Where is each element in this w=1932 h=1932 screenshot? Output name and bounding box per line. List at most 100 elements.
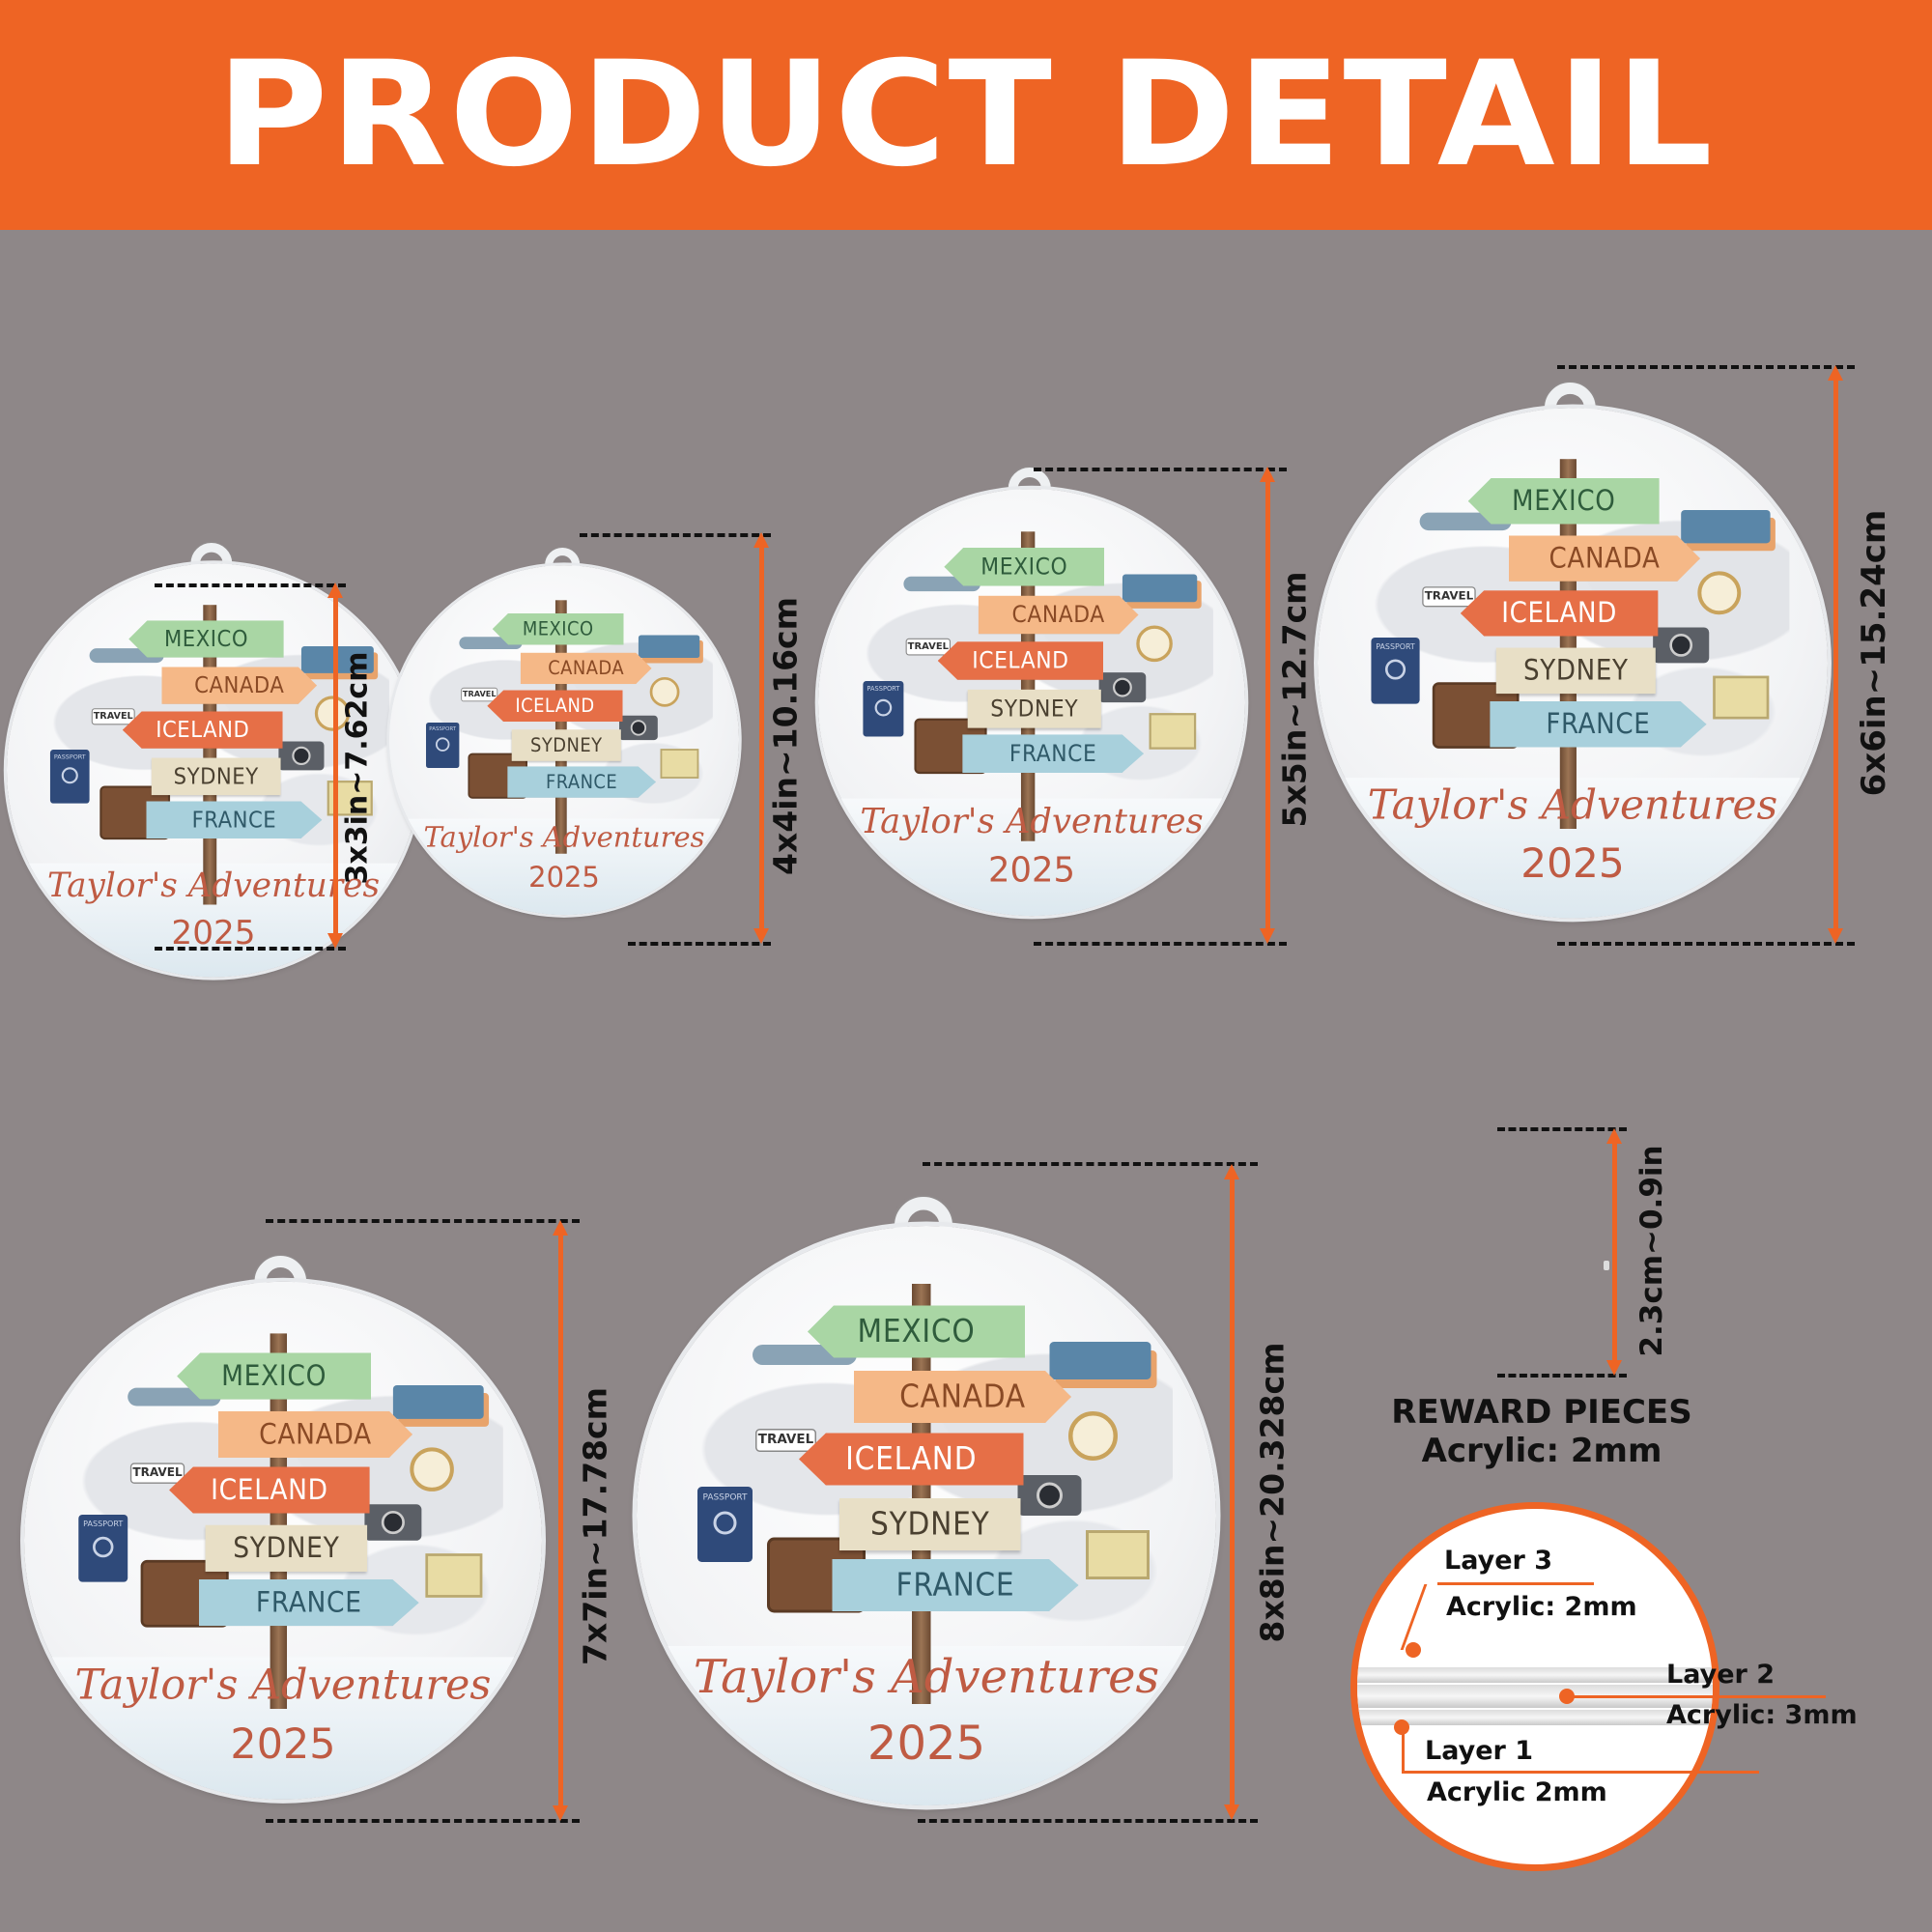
dimension-arrow bbox=[1828, 365, 1843, 944]
dimension-line-bottom bbox=[1557, 942, 1855, 946]
ornament-disc: PASSPORT TRAVEL MEXICO CANADA ICELAND SY… bbox=[389, 564, 739, 915]
dimension-line-bottom bbox=[266, 1819, 580, 1823]
ornament-year: 2025 bbox=[171, 912, 256, 952]
ornament-disc: PASSPORT TRAVEL MEXICO CANADA ICELAND SY… bbox=[637, 1226, 1216, 1805]
size-label-3in: 3x3in~7.62cm bbox=[340, 651, 375, 885]
dimension-arrow bbox=[1224, 1164, 1239, 1820]
sign-canada: CANADA bbox=[520, 652, 652, 685]
sign-sydney: SYDNEY bbox=[511, 729, 621, 761]
layer-2-name: Layer 2 bbox=[1666, 1660, 1776, 1690]
dimension-line-bottom bbox=[918, 1819, 1258, 1823]
travel-tag: TRAVEL bbox=[905, 638, 952, 656]
dimension-arrow bbox=[553, 1220, 568, 1821]
dimension-line-bottom bbox=[155, 947, 346, 951]
sign-sydney: SYDNEY bbox=[205, 1524, 368, 1573]
layer-1-material: Acrylic 2mm bbox=[1427, 1777, 1607, 1807]
ticket-icon bbox=[1049, 1342, 1151, 1379]
travel-tag: TRAVEL bbox=[1422, 585, 1476, 607]
passport-icon: PASSPORT bbox=[49, 749, 90, 804]
travel-tag: TRAVEL bbox=[129, 1463, 185, 1485]
dimension-arrow bbox=[327, 582, 343, 949]
sign-iceland: ICELAND bbox=[487, 690, 623, 722]
sign-canada: CANADA bbox=[161, 666, 318, 704]
reward-material: Acrylic: 2mm bbox=[1421, 1432, 1662, 1470]
ornament-7in: PASSPORT TRAVEL MEXICO CANADA ICELAND SY… bbox=[24, 1256, 542, 1800]
sign-sydney: SYDNEY bbox=[967, 689, 1101, 728]
ornament-4in: PASSPORT TRAVEL MEXICO CANADA ICELAND SY… bbox=[389, 547, 739, 915]
sign-france: FRANCE bbox=[146, 801, 323, 838]
size-label-4in: 4x4in~10.16cm bbox=[766, 597, 805, 875]
layer-detail-circle bbox=[1350, 1502, 1719, 1871]
ornament-title: Taylor's Adventures bbox=[860, 800, 1204, 841]
folded-map-icon bbox=[660, 749, 699, 779]
dimension-line-top bbox=[580, 533, 771, 537]
dimension-line-bottom bbox=[1497, 1374, 1627, 1378]
sign-mexico: MEXICO bbox=[492, 612, 624, 645]
camera-icon bbox=[1017, 1475, 1082, 1516]
ticket-icon bbox=[392, 1385, 484, 1420]
travel-tag: TRAVEL bbox=[755, 1429, 816, 1452]
dimension-line-bottom bbox=[1034, 942, 1287, 946]
dimension-line-top bbox=[923, 1162, 1258, 1166]
travel-tag: TRAVEL bbox=[461, 687, 498, 702]
ornament-title: Taylor's Adventures bbox=[693, 1649, 1160, 1704]
dimension-arrow bbox=[1606, 1128, 1622, 1376]
reward-thickness-label: 2.3cm~0.9in bbox=[1634, 1145, 1669, 1357]
dimension-arrow bbox=[753, 532, 769, 944]
ornament-8in: PASSPORT TRAVEL MEXICO CANADA ICELAND SY… bbox=[637, 1197, 1216, 1805]
callout-line bbox=[1437, 1582, 1594, 1585]
camera-icon bbox=[619, 715, 658, 740]
sign-france: FRANCE bbox=[1490, 700, 1707, 748]
compass-icon bbox=[1068, 1411, 1118, 1461]
ornament-6in: PASSPORT TRAVEL MEXICO CANADA ICELAND SY… bbox=[1318, 382, 1828, 918]
ornament-title: Taylor's Adventures bbox=[74, 1660, 492, 1710]
callout-line bbox=[1402, 1771, 1759, 1774]
sign-canada: CANADA bbox=[1509, 534, 1700, 582]
ornament-title: Taylor's Adventures bbox=[46, 865, 381, 905]
folded-map-icon bbox=[425, 1553, 483, 1598]
page-title: PRODUCT DETAIL bbox=[216, 31, 1716, 199]
camera-icon bbox=[1653, 627, 1710, 663]
sign-mexico: MEXICO bbox=[128, 619, 284, 658]
sign-iceland: ICELAND bbox=[122, 711, 283, 749]
layer-3-name: Layer 3 bbox=[1444, 1546, 1553, 1576]
ornament-title: Taylor's Adventures bbox=[1367, 780, 1778, 829]
header-banner: PRODUCT DETAIL bbox=[0, 0, 1932, 230]
ornament-5in: PASSPORT TRAVEL MEXICO CANADA ICELAND SY… bbox=[818, 467, 1245, 916]
sign-mexico: MEXICO bbox=[177, 1352, 372, 1400]
ornament-year: 2025 bbox=[230, 1719, 336, 1769]
sign-france: FRANCE bbox=[507, 766, 657, 798]
ornament-year: 2025 bbox=[988, 849, 1075, 891]
layer-2-material: Acrylic: 3mm bbox=[1666, 1700, 1858, 1730]
travel-tag: TRAVEL bbox=[91, 707, 135, 724]
ornament-disc: PASSPORT TRAVEL MEXICO CANADA ICELAND SY… bbox=[24, 1281, 542, 1800]
folded-map-icon bbox=[1713, 675, 1770, 720]
ornament-year: 2025 bbox=[1520, 838, 1625, 888]
sign-france: FRANCE bbox=[198, 1579, 419, 1627]
ornament-3in: PASSPORT TRAVEL MEXICO CANADA ICELAND SY… bbox=[7, 542, 421, 977]
compass-icon bbox=[314, 695, 351, 731]
dimension-line-top bbox=[1557, 365, 1855, 369]
folded-map-icon bbox=[1149, 713, 1197, 750]
callout-line bbox=[1402, 1726, 1405, 1773]
sign-sydney: SYDNEY bbox=[839, 1498, 1021, 1550]
sign-iceland: ICELAND bbox=[1460, 589, 1659, 637]
ticket-icon bbox=[1122, 574, 1198, 603]
ticket-icon bbox=[638, 635, 700, 658]
layer-3-material: Acrylic: 2mm bbox=[1446, 1592, 1637, 1622]
camera-icon bbox=[364, 1504, 422, 1541]
callout-dot bbox=[1406, 1642, 1421, 1658]
sign-canada: CANADA bbox=[854, 1371, 1071, 1423]
size-label-6in: 6x6in~15.24cm bbox=[1855, 509, 1893, 797]
sign-france: FRANCE bbox=[962, 734, 1145, 773]
sign-mexico: MEXICO bbox=[808, 1305, 1025, 1358]
dimension-line-top bbox=[266, 1219, 580, 1223]
signpost-pole bbox=[554, 600, 567, 854]
sign-canada: CANADA bbox=[218, 1410, 412, 1459]
reward-title: REWARD PIECES bbox=[1391, 1393, 1692, 1432]
reward-piece-edge bbox=[1604, 1261, 1609, 1270]
sign-iceland: ICELAND bbox=[799, 1433, 1024, 1486]
folded-map-icon bbox=[1086, 1530, 1150, 1579]
sign-mexico: MEXICO bbox=[944, 547, 1105, 586]
dimension-arrow bbox=[1260, 467, 1275, 944]
